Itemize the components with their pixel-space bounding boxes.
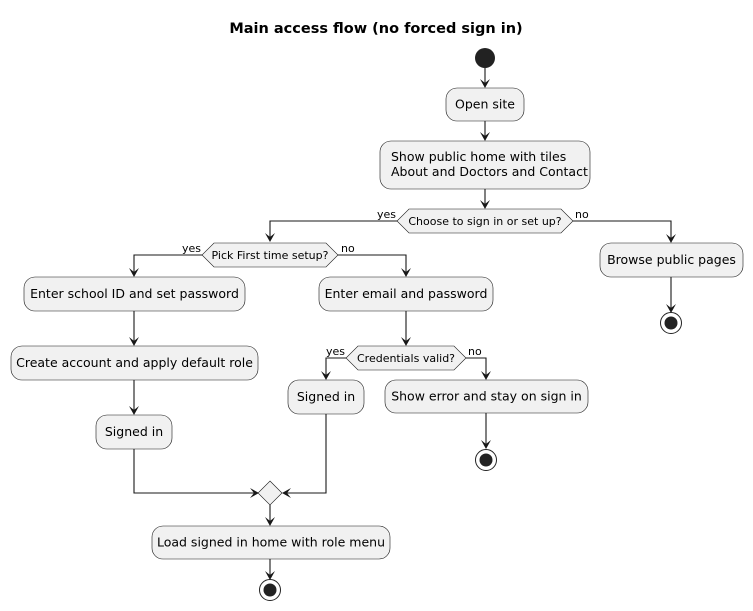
- action-label-line1: Show public home with tiles: [391, 149, 566, 164]
- branch-label-cred-no: no: [468, 345, 482, 358]
- end-node-main: [259, 579, 281, 601]
- edge-cred-no: [466, 357, 487, 376]
- end-node-browse: [660, 312, 682, 334]
- edge-cred-yes: [325, 357, 346, 376]
- action-create-account: Create account and apply default role: [10, 345, 259, 381]
- action-enter-school-id: Enter school ID and set password: [23, 276, 246, 312]
- action-label-line2: About and Doctors and Contact: [391, 164, 588, 179]
- decision-credentials-valid: Credentials valid?: [345, 345, 467, 371]
- edge-pick-yes: [133, 254, 202, 273]
- action-show-public-home: Show public home with tiles About and Do…: [379, 140, 591, 190]
- branch-label-pick-no: no: [341, 242, 355, 255]
- action-label: Browse public pages: [607, 252, 736, 267]
- action-open-site: Open site: [445, 87, 525, 122]
- action-load-signed-home: Load signed in home with role menu: [151, 525, 391, 560]
- arrowhead: [481, 440, 491, 449]
- edge-signedleft-merge: [133, 449, 255, 494]
- edge-choose-yes: [269, 220, 397, 238]
- action-label: Enter email and password: [325, 286, 488, 301]
- arrowhead: [480, 132, 490, 141]
- action-label: Signed in: [105, 424, 163, 439]
- arrowhead: [666, 304, 676, 313]
- branch-label-pick-yes: yes: [182, 242, 201, 255]
- arrowhead: [321, 371, 331, 380]
- branch-label-cred-yes: yes: [326, 345, 345, 358]
- decision-label: Choose to sign in or set up?: [408, 215, 561, 228]
- action-label: Show error and stay on sign in: [391, 389, 582, 404]
- arrowhead: [129, 406, 139, 415]
- action-signed-in-left: Signed in: [95, 414, 173, 450]
- decision-choose-sign-in: Choose to sign in or set up?: [396, 208, 574, 234]
- edge-choose-no: [573, 220, 672, 239]
- arrowhead: [666, 234, 676, 243]
- arrowhead: [250, 488, 259, 498]
- arrowhead: [401, 268, 411, 277]
- action-label: Load signed in home with role menu: [157, 535, 385, 550]
- arrowhead: [129, 337, 139, 346]
- end-node-error: [475, 449, 497, 471]
- action-enter-email: Enter email and password: [318, 276, 494, 312]
- diagram-title: Main access flow (no forced sign in): [229, 21, 522, 37]
- decision-pick-first-time: Pick First time setup?: [201, 242, 339, 268]
- arrowhead: [401, 337, 411, 346]
- arrowhead: [265, 233, 275, 242]
- arrowhead: [481, 371, 491, 380]
- edge-pick-no: [338, 254, 407, 273]
- action-show-error: Show error and stay on sign in: [384, 379, 589, 414]
- branch-label-choose-no: no: [575, 208, 589, 221]
- action-browse-public: Browse public pages: [599, 242, 744, 278]
- action-label: Open site: [455, 97, 515, 112]
- arrowhead: [282, 488, 291, 498]
- branch-label-choose-yes: yes: [377, 208, 396, 221]
- arrowhead: [129, 268, 139, 277]
- edges: [129, 68, 676, 580]
- arrowhead: [480, 79, 490, 88]
- merge-node: [257, 480, 283, 506]
- arrowhead: [265, 571, 275, 580]
- action-label: Signed in: [297, 389, 355, 404]
- action-label: Enter school ID and set password: [30, 286, 239, 301]
- decision-label: Pick First time setup?: [212, 249, 329, 262]
- action-signed-in-mid: Signed in: [287, 379, 365, 415]
- decision-label: Credentials valid?: [357, 352, 455, 365]
- start-node: [475, 48, 495, 68]
- edge-signedmid-merge: [286, 414, 327, 494]
- arrowhead: [265, 517, 275, 526]
- action-label: Create account and apply default role: [16, 355, 253, 370]
- arrowhead: [480, 200, 490, 209]
